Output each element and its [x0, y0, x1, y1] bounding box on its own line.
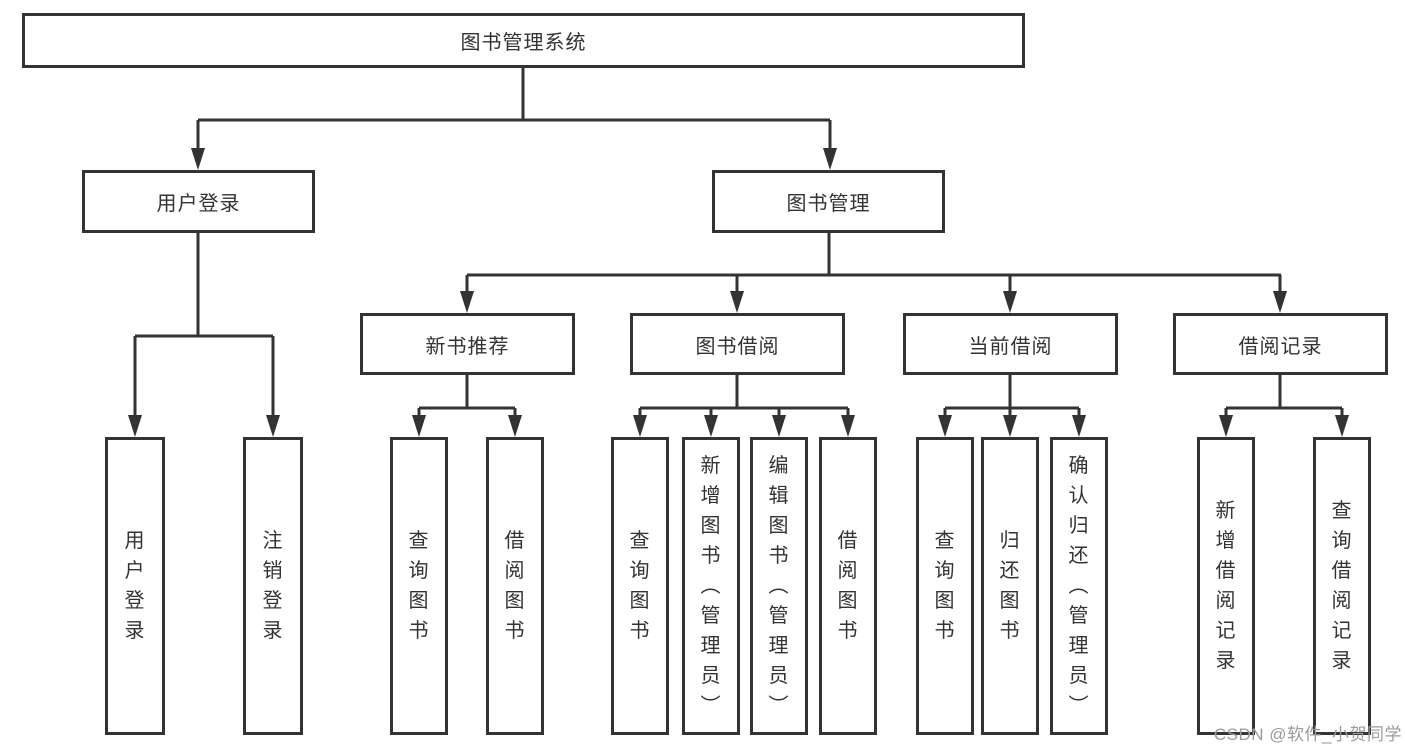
leaf-add-books-admin: 新增图书︵管理员︶ [682, 437, 740, 735]
node-borrowing-records: 借阅记录 [1173, 313, 1388, 375]
leaf-add-borrow-record: 新增借阅记录 [1197, 437, 1255, 735]
node-library-system: 图书管理系统 [22, 13, 1025, 68]
watermark: CSDN @软件_小贺同学 [1213, 725, 1402, 744]
leaf-edit-books-admin: 编辑图书︵管理员︶ [750, 437, 808, 735]
leaf-confirm-return-admin: 确认归还︵管理员︶ [1050, 437, 1108, 735]
leaf-borrow-books: 借阅图书 [819, 437, 877, 735]
leaf-query-books-borrowing: 查询图书 [611, 437, 669, 735]
connector-elbows [135, 68, 1342, 410]
node-current-borrowing: 当前借阅 [903, 313, 1118, 375]
leaf-query-books-recommend: 查询图书 [390, 437, 448, 735]
leaf-borrow-books-recommend: 借阅图书 [486, 437, 544, 735]
leaf-return-books: 归还图书 [981, 437, 1039, 735]
arrow-shafts [133, 120, 1344, 417]
leaf-user-login: 用户登录 [105, 437, 165, 735]
arrowheads [128, 148, 1349, 437]
leaf-query-books-current: 查询图书 [916, 437, 974, 735]
leaf-logout: 注销登录 [243, 437, 303, 735]
node-book-management: 图书管理 [712, 170, 945, 233]
node-user-login: 用户登录 [82, 170, 315, 233]
node-book-borrowing: 图书借阅 [630, 313, 845, 375]
node-new-book-recommend: 新书推荐 [360, 313, 575, 375]
leaf-query-borrow-record: 查询借阅记录 [1313, 437, 1371, 735]
